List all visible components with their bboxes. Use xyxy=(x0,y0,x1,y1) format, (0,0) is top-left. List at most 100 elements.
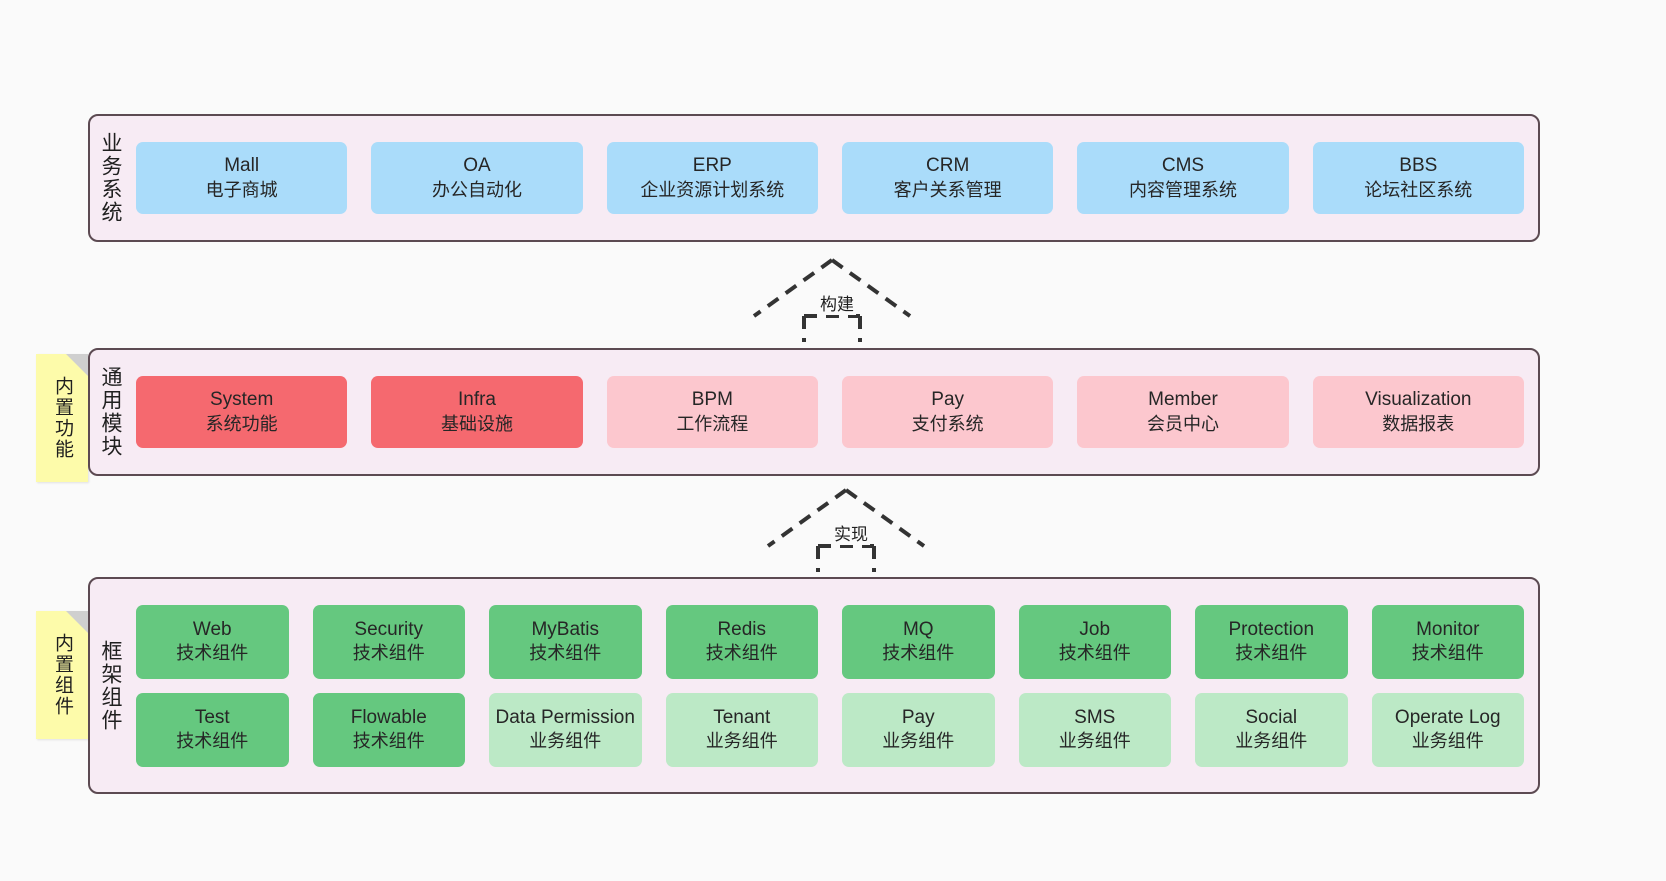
node-subtitle: 系统功能 xyxy=(205,413,278,434)
node-row-business: Mall 电子商城 OA 办公自动化 ERP 企业资源计划系统 CRM 客户关系… xyxy=(136,142,1524,214)
node-social[interactable]: Social 业务组件 xyxy=(1195,692,1348,767)
node-row-framework-business: Test 技术组件 Flowable 技术组件 Data Permission … xyxy=(136,692,1524,767)
sticky-fold-icon xyxy=(66,611,88,633)
node-title: Redis xyxy=(717,618,767,640)
node-title: Web xyxy=(192,618,232,640)
node-subtitle: 客户关系管理 xyxy=(893,179,1002,200)
node-subtitle: 基础设施 xyxy=(440,413,513,434)
node-title: Test xyxy=(194,706,230,728)
node-infra[interactable]: Infra 基础设施 xyxy=(371,376,583,448)
node-title: CMS xyxy=(1161,155,1205,177)
node-title: Job xyxy=(1079,618,1111,640)
node-title: MyBatis xyxy=(531,618,600,640)
layer-framework-components: 框架组件 Web 技术组件 Security 技术组件 MyBatis 技术组件… xyxy=(88,577,1540,794)
sticky-label: 内置组件 xyxy=(51,633,73,717)
node-security[interactable]: Security 技术组件 xyxy=(312,604,465,679)
node-test[interactable]: Test 技术组件 xyxy=(136,692,289,767)
node-title: Protection xyxy=(1228,618,1315,640)
node-subtitle: 业务组件 xyxy=(705,731,778,752)
node-subtitle: 电子商城 xyxy=(205,179,278,200)
node-title: MQ xyxy=(902,618,934,640)
node-title: Member xyxy=(1148,389,1218,411)
node-sms[interactable]: SMS 业务组件 xyxy=(1018,692,1171,767)
node-subtitle: 技术组件 xyxy=(1411,643,1484,664)
node-tenant[interactable]: Tenant 业务组件 xyxy=(665,692,818,767)
node-title: Mall xyxy=(224,155,260,177)
node-pay-component[interactable]: Pay 业务组件 xyxy=(842,692,995,767)
node-title: BPM xyxy=(691,389,733,411)
node-bpm[interactable]: BPM 工作流程 xyxy=(606,376,818,448)
node-flowable[interactable]: Flowable 技术组件 xyxy=(312,692,465,767)
node-title: OA xyxy=(463,155,491,177)
node-title: Tenant xyxy=(713,706,771,728)
sticky-note-builtin-features: 内置功能 xyxy=(36,354,88,482)
layer-title-business-system: 业务系统 xyxy=(99,132,123,224)
node-subtitle: 业务组件 xyxy=(1058,731,1131,752)
node-job[interactable]: Job 技术组件 xyxy=(1018,604,1171,679)
node-mall[interactable]: Mall 电子商城 xyxy=(136,142,348,214)
node-web[interactable]: Web 技术组件 xyxy=(136,604,289,679)
node-crm[interactable]: CRM 客户关系管理 xyxy=(841,142,1054,214)
connector-label-implement: 实现 xyxy=(832,520,870,545)
node-title: Monitor xyxy=(1416,618,1480,640)
node-pay-module[interactable]: Pay 支付系统 xyxy=(841,376,1054,448)
layer-title-common-module: 通用模块 xyxy=(99,366,123,458)
node-subtitle: 技术组件 xyxy=(529,643,602,664)
node-title: Infra xyxy=(457,389,496,411)
node-oa[interactable]: OA 办公自动化 xyxy=(371,142,583,214)
node-subtitle: 办公自动化 xyxy=(431,179,522,200)
node-title: Operate Log xyxy=(1394,706,1501,728)
node-erp[interactable]: ERP 企业资源计划系统 xyxy=(606,142,818,214)
node-subtitle: 技术组件 xyxy=(705,643,778,664)
sticky-note-builtin-components: 内置组件 xyxy=(36,611,88,739)
node-title: BBS xyxy=(1399,155,1438,177)
node-subtitle: 技术组件 xyxy=(352,731,425,752)
node-cms[interactable]: CMS 内容管理系统 xyxy=(1077,142,1289,214)
node-visualization[interactable]: Visualization 数据报表 xyxy=(1312,376,1524,448)
node-title: Data Permission xyxy=(495,706,635,728)
node-title: System xyxy=(209,389,274,411)
sticky-fold-icon xyxy=(66,354,88,376)
node-title: Social xyxy=(1245,706,1298,728)
node-protection[interactable]: Protection 技术组件 xyxy=(1195,604,1348,679)
node-subtitle: 论坛社区系统 xyxy=(1364,179,1473,200)
node-subtitle: 业务组件 xyxy=(529,731,602,752)
layer-title-framework-components: 框架组件 xyxy=(99,639,123,732)
node-title: Pay xyxy=(931,389,965,411)
node-title: Security xyxy=(354,618,424,640)
node-subtitle: 内容管理系统 xyxy=(1128,179,1237,200)
node-bbs[interactable]: BBS 论坛社区系统 xyxy=(1312,142,1524,214)
node-subtitle: 业务组件 xyxy=(882,731,955,752)
layer-body-framework-components: Web 技术组件 Security 技术组件 MyBatis 技术组件 Redi… xyxy=(130,579,1538,792)
layer-body-common-module: System 系统功能 Infra 基础设施 BPM 工作流程 Pay 支付系统… xyxy=(130,350,1538,474)
node-title: SMS xyxy=(1074,706,1116,728)
node-subtitle: 技术组件 xyxy=(1058,643,1131,664)
node-system[interactable]: System 系统功能 xyxy=(136,376,348,448)
node-subtitle: 技术组件 xyxy=(882,643,955,664)
node-subtitle: 支付系统 xyxy=(911,413,984,434)
node-subtitle: 技术组件 xyxy=(176,643,249,664)
node-title: Flowable xyxy=(350,706,427,728)
node-monitor[interactable]: Monitor 技术组件 xyxy=(1371,604,1524,679)
node-redis[interactable]: Redis 技术组件 xyxy=(665,604,818,679)
node-subtitle: 会员中心 xyxy=(1146,413,1219,434)
node-operate-log[interactable]: Operate Log 业务组件 xyxy=(1371,692,1524,767)
node-mq[interactable]: MQ 技术组件 xyxy=(842,604,995,679)
sticky-label: 内置功能 xyxy=(51,376,73,460)
connector-label-build: 构建 xyxy=(818,290,856,315)
node-member[interactable]: Member 会员中心 xyxy=(1077,376,1289,448)
node-row-common: System 系统功能 Infra 基础设施 BPM 工作流程 Pay 支付系统… xyxy=(136,376,1524,448)
layer-common-module: 通用模块 System 系统功能 Infra 基础设施 BPM 工作流程 Pay… xyxy=(88,348,1540,476)
node-mybatis[interactable]: MyBatis 技术组件 xyxy=(489,604,642,679)
layer-business-system: 业务系统 Mall 电子商城 OA 办公自动化 ERP 企业资源计划系统 CRM… xyxy=(88,114,1540,242)
node-subtitle: 企业资源计划系统 xyxy=(640,179,785,200)
node-subtitle: 技术组件 xyxy=(176,731,249,752)
node-title: ERP xyxy=(692,155,732,177)
node-subtitle: 业务组件 xyxy=(1411,731,1484,752)
layer-body-business-system: Mall 电子商城 OA 办公自动化 ERP 企业资源计划系统 CRM 客户关系… xyxy=(130,116,1538,240)
node-title: Pay xyxy=(901,706,935,728)
node-subtitle: 数据报表 xyxy=(1382,413,1455,434)
node-data-permission[interactable]: Data Permission 业务组件 xyxy=(489,692,642,767)
node-title: CRM xyxy=(926,155,970,177)
